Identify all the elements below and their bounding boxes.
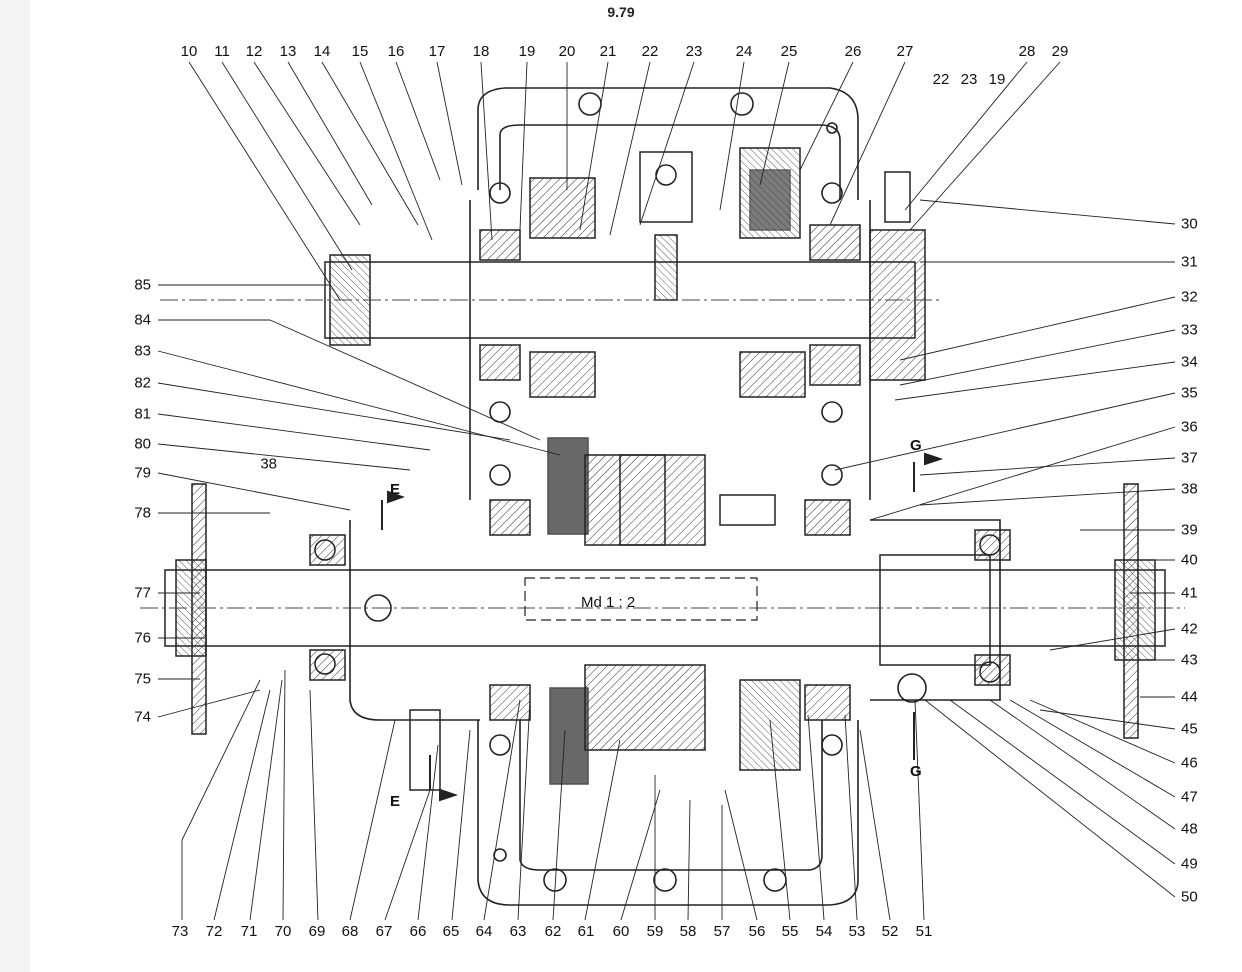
callout-23-second: 23 xyxy=(960,71,978,88)
upper-shaft xyxy=(324,147,926,398)
callout-32: 32 xyxy=(1181,288,1198,306)
callout-83: 83 xyxy=(134,342,151,360)
callout-28: 28 xyxy=(1018,43,1036,60)
callout-10: 10 xyxy=(180,43,198,60)
callout-46: 46 xyxy=(1181,754,1198,772)
callout-40: 40 xyxy=(1181,551,1198,569)
callout-47: 47 xyxy=(1181,788,1198,806)
callout-36: 36 xyxy=(1181,418,1198,436)
callout-20: 20 xyxy=(558,43,576,60)
callout-77: 77 xyxy=(134,584,151,602)
callout-42: 42 xyxy=(1181,620,1198,638)
callout-67: 67 xyxy=(375,923,393,940)
page-edge xyxy=(0,0,30,972)
callout-31: 31 xyxy=(1181,253,1198,271)
callout-84: 84 xyxy=(134,311,151,329)
section-arrows xyxy=(381,452,944,802)
callout-85: 85 xyxy=(134,276,151,294)
callout-30: 30 xyxy=(1181,215,1198,233)
ratio-label: Md 1 : 2 xyxy=(581,594,636,611)
callout-37: 37 xyxy=(1181,449,1198,467)
callout-59: 59 xyxy=(646,923,664,940)
callout-34: 34 xyxy=(1181,353,1198,371)
section-mark-g-bottom: G xyxy=(910,763,922,780)
callout-69: 69 xyxy=(308,923,326,940)
section-mark-g-top: G xyxy=(910,437,922,454)
callout-27: 27 xyxy=(896,43,914,60)
callout-65: 65 xyxy=(442,923,460,940)
callout-56: 56 xyxy=(748,923,766,940)
callout-78: 78 xyxy=(134,504,151,522)
differential xyxy=(489,437,851,785)
callout-51: 51 xyxy=(915,923,933,940)
callout-74: 74 xyxy=(134,708,151,726)
callout-33: 33 xyxy=(1181,321,1198,339)
callout-26: 26 xyxy=(844,43,862,60)
callout-80: 80 xyxy=(134,435,151,453)
callout-13: 13 xyxy=(279,43,297,60)
callout-79: 79 xyxy=(134,464,151,482)
callout-81: 81 xyxy=(134,405,151,423)
callout-24: 24 xyxy=(735,43,753,60)
callout-21: 21 xyxy=(599,43,617,60)
callout-19-second: 19 xyxy=(988,71,1006,88)
lower-shaft xyxy=(164,483,1166,791)
callout-76: 76 xyxy=(134,629,151,647)
leader-lines xyxy=(157,61,1176,921)
callout-14: 14 xyxy=(313,43,331,60)
section-mark-e-top: E xyxy=(390,481,401,498)
callout-58: 58 xyxy=(679,923,697,940)
callout-22-second: 22 xyxy=(932,71,950,88)
callout-45: 45 xyxy=(1181,720,1198,738)
callout-43: 43 xyxy=(1181,651,1198,669)
callout-18: 18 xyxy=(472,43,490,60)
callout-64: 64 xyxy=(475,923,493,940)
callout-66: 66 xyxy=(409,923,427,940)
callout-48: 48 xyxy=(1181,820,1198,838)
center-lines xyxy=(140,299,1185,609)
ratio-box xyxy=(524,577,758,621)
callout-68: 68 xyxy=(341,923,359,940)
callout-23: 23 xyxy=(685,43,703,60)
callout-29: 29 xyxy=(1051,43,1069,60)
callout-41: 41 xyxy=(1181,584,1198,602)
callout-22: 22 xyxy=(641,43,659,60)
callout-12: 12 xyxy=(245,43,263,60)
callout-49: 49 xyxy=(1181,855,1198,873)
callout-11: 11 xyxy=(214,43,230,60)
callout-54: 54 xyxy=(815,923,833,940)
callout-57: 57 xyxy=(713,923,731,940)
callout-39: 39 xyxy=(1181,521,1198,539)
callout-15: 15 xyxy=(351,43,369,60)
callout-72: 72 xyxy=(205,923,223,940)
callout-50: 50 xyxy=(1181,888,1198,906)
callout-35: 35 xyxy=(1181,384,1198,402)
callout-70: 70 xyxy=(274,923,292,940)
callout-61: 61 xyxy=(577,923,595,940)
callout-60: 60 xyxy=(612,923,630,940)
bolt-holes xyxy=(364,92,927,892)
callout-55: 55 xyxy=(781,923,799,940)
callout-63: 63 xyxy=(509,923,527,940)
callout-75: 75 xyxy=(134,670,151,688)
callout-16: 16 xyxy=(387,43,405,60)
callout-44: 44 xyxy=(1181,688,1198,706)
callout-25: 25 xyxy=(780,43,798,60)
page-number: 9.79 xyxy=(607,4,635,20)
callout-82: 82 xyxy=(134,374,151,392)
callout-62: 62 xyxy=(544,923,562,940)
callout-52: 52 xyxy=(881,923,899,940)
callout-53: 53 xyxy=(848,923,866,940)
callout-38: 38 xyxy=(1181,480,1198,498)
callout-38-inner: 38 xyxy=(260,455,277,473)
section-mark-e-bottom: E xyxy=(390,793,401,810)
callout-17: 17 xyxy=(428,43,446,60)
callout-19: 19 xyxy=(518,43,536,60)
callout-73: 73 xyxy=(171,923,189,940)
callout-71: 71 xyxy=(240,923,258,940)
